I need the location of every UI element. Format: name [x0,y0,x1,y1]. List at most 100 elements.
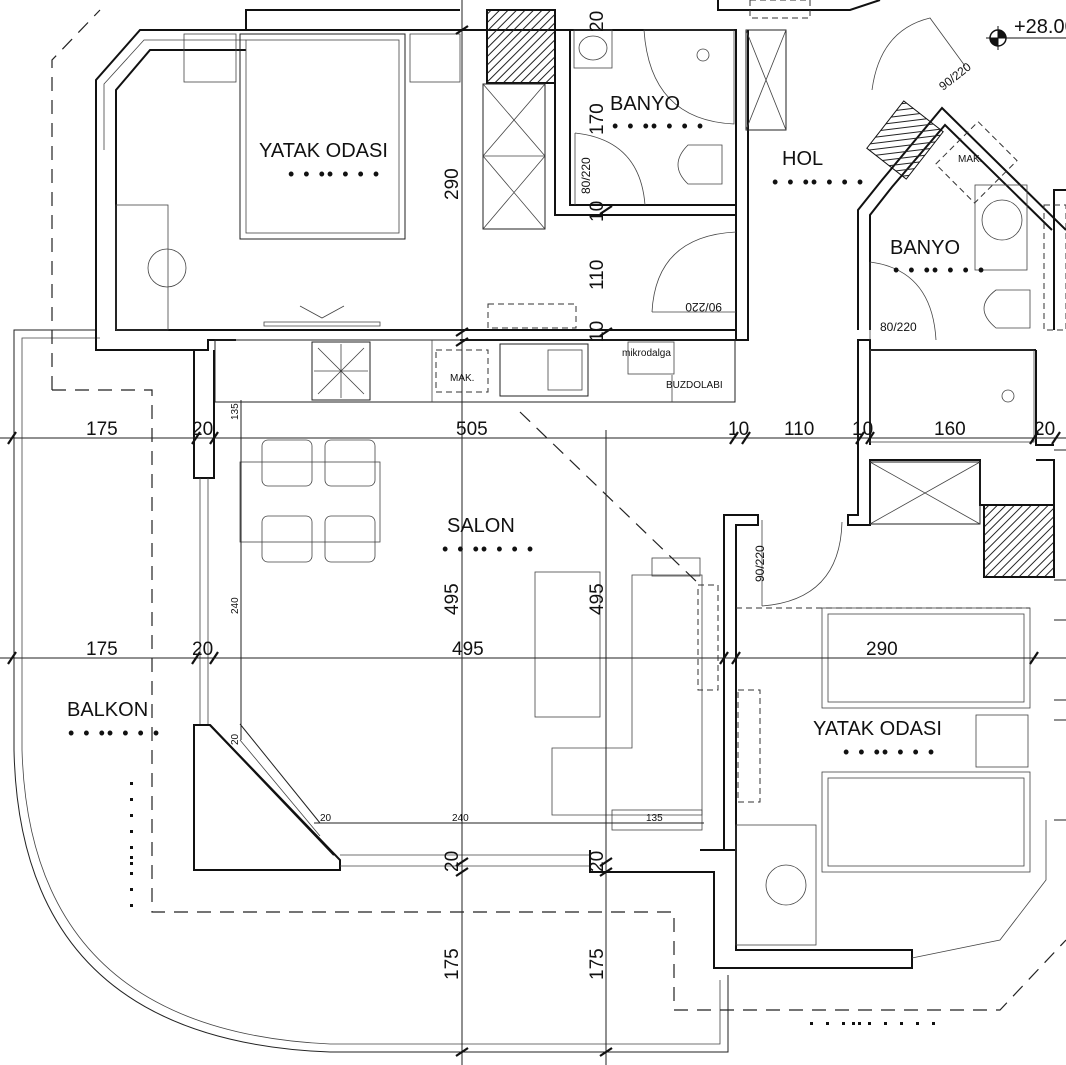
tv-unit [697,584,719,691]
wall-top-strip [245,10,460,31]
salon-lower-cabinet [611,809,703,831]
microwave-box [627,341,675,375]
dim-r1-10b: 10 [852,419,873,440]
dim-r1-20: 20 [192,419,213,440]
door-label-3: 90/220 [936,60,974,94]
dim-v-110: 110 [587,260,608,290]
wall-right-corner [847,445,1055,526]
bed-bottom-2-inner [827,777,1025,867]
dim-small-135b: 135 [646,813,663,824]
room-bedroom-top: YATAK ODASI [259,140,388,162]
dim-r2-290: 290 [866,639,898,660]
door-label-1: 80/220 [579,157,593,194]
dim-r1-110: 110 [784,419,814,440]
kitchen-sink [499,343,589,397]
sink-right-basin [981,199,1023,241]
dim-v-175b: 175 [587,948,608,980]
dim-v-170: 170 [587,103,608,135]
room-balcony-dots: • • •• • • • [68,723,161,743]
wall-right-bath-2 [857,106,1066,330]
dim-v-10b: 10 [587,321,608,342]
small-shelf [487,303,577,329]
chair-4 [324,515,376,563]
sofa [551,574,703,816]
hall-closet [745,29,787,131]
chair-2 [324,439,376,487]
dim-v-290: 290 [442,168,463,200]
dim-v-495a: 495 [442,583,463,615]
hall-closet-x [745,29,787,131]
elevation-marker [986,26,1066,50]
column-3 [866,100,944,180]
roof-overhang-dashed [51,9,101,390]
dim-r1-175: 175 [86,419,118,440]
door-bath-right [869,261,937,341]
wall-right-bath-3 [869,123,1053,330]
room-balcony: BALKON [67,699,148,721]
column-1 [486,9,556,84]
right-edge-panel [1043,204,1066,331]
window-bay [239,739,321,837]
balcony-dot-column [130,782,935,1025]
dim-line-diag [239,723,321,824]
label-machine-kitchen: MAK. [450,373,474,384]
desk-bottom [735,824,817,946]
room-bedroom-top-dots: • • •• • • • [288,164,381,184]
shower-top [643,29,735,125]
room-salon-dots: • • •• • • • [442,539,535,559]
dim-r2-20: 20 [192,639,213,660]
balcony-outline [13,329,729,1053]
right-strip-panels [1054,449,1066,821]
dim-v-10a: 10 [587,201,608,222]
dim-r1-505: 505 [456,419,488,440]
window-salon-bottom [340,854,590,867]
kitchen-diag [519,411,701,586]
dim-small-240a: 240 [230,597,241,614]
stove-burners [314,344,368,398]
chair-3 [261,515,313,563]
door-label-2: 90/220 [685,300,722,314]
bed-top [239,33,406,240]
wardrobe-bottom [737,689,761,803]
door-entry [871,17,966,91]
wardrobe-x [482,83,546,230]
roof-overhang-dashed-2 [52,389,1066,1011]
shower-right [869,349,1035,443]
label-microwave: mikrodalga [622,348,671,359]
shower-drain [696,48,710,62]
chair-1 [261,439,313,487]
right-closet-b [869,461,981,525]
machine-right [934,120,1018,204]
nightstand-3 [975,714,1029,768]
balcony-outline-inner [21,337,721,1045]
room-bath-top-dots: • • •• • • • [612,116,705,136]
wall-salon-bay [193,724,341,871]
dim-r2-495: 495 [452,639,484,660]
wall-bedroom-b-left [723,514,759,851]
door-label-5: 90/220 [753,545,767,582]
shower-right-drain [1001,389,1015,403]
room-bath-right: BANYO [890,237,960,259]
label-fridge: BUZDOLABI [666,380,723,391]
window-bedroom-b [911,820,1047,959]
dim-v-175a: 175 [442,948,463,980]
wall-bedroom-north-inner [115,49,246,152]
dim-small-20a: 20 [230,733,241,745]
dim-v-20top: 20 [587,11,608,32]
door-bedroom-bottom [761,520,843,607]
room-salon: SALON [447,515,515,537]
room-bedroom-bottom-dots: • • •• • • • [843,742,936,762]
door-hall-1 [651,231,737,313]
right-closet-b-x [869,461,981,525]
toilet-right [983,289,1031,329]
wall-right-ext-2 [1053,189,1066,330]
dim-v-20a: 20 [442,851,463,872]
stove [311,341,371,401]
dim-small-20b: 20 [320,813,332,824]
window-bedroom-north [103,39,246,150]
door-bedroom-top [263,305,381,327]
nightstand-2 [409,33,461,83]
dim-r1-10a: 10 [728,419,749,440]
chair-top [147,248,187,288]
